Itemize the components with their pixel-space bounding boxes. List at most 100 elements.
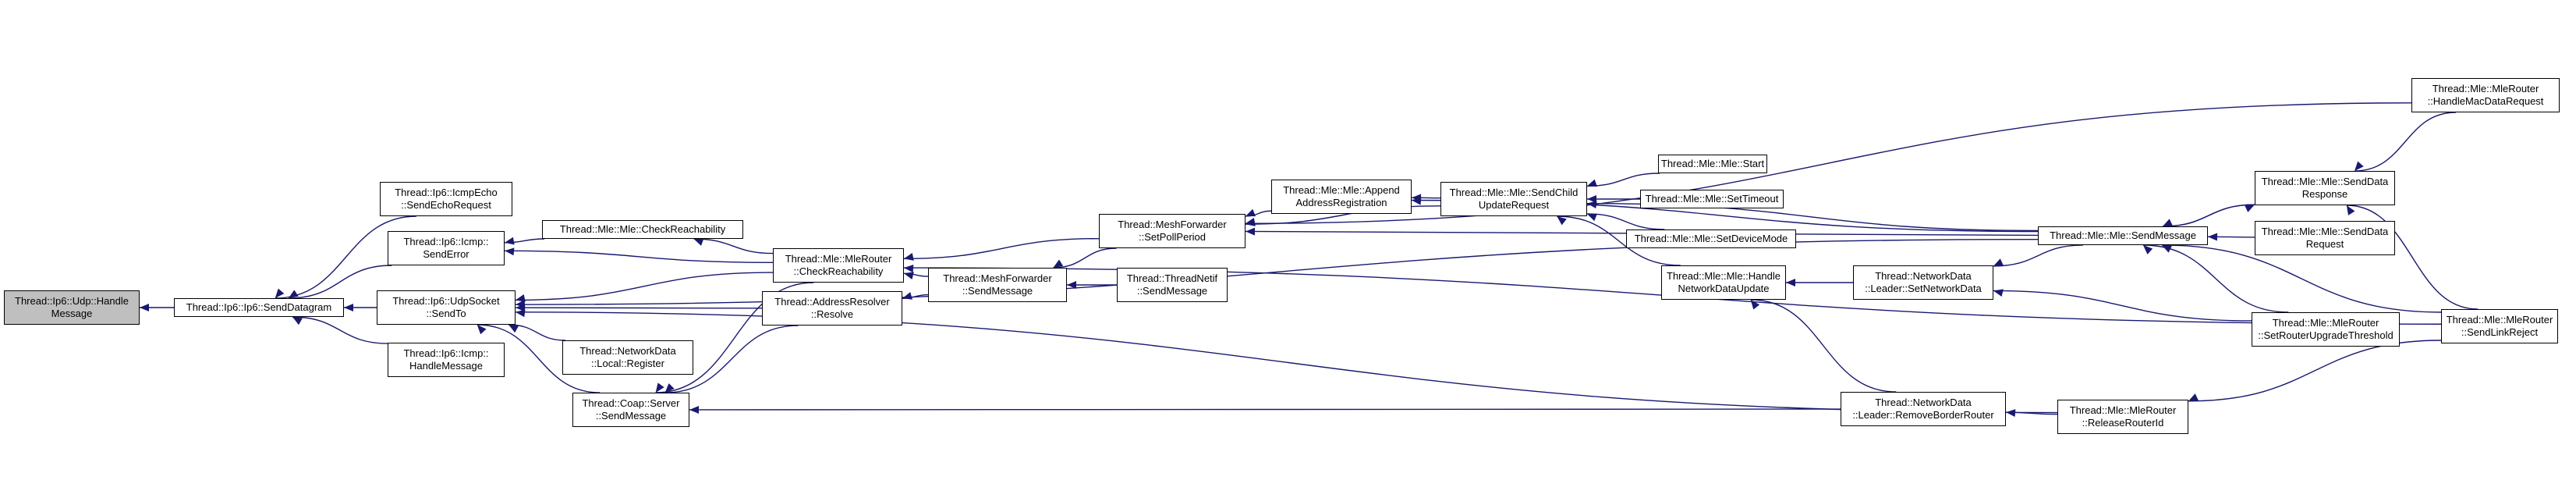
graph-node-n9[interactable]: Thread::Coap::Server::SendMessage bbox=[572, 393, 689, 427]
graph-node-n24[interactable]: Thread::Mle::MleRouter::ReleaseRouterId bbox=[2057, 400, 2188, 434]
graph-node-n19[interactable]: Thread::Mle::Mle::SetDeviceMode bbox=[1626, 229, 1796, 248]
call-edge bbox=[664, 325, 799, 393]
graph-node-n18[interactable]: Thread::Mle::Mle::SetTimeout bbox=[1640, 190, 1784, 208]
call-edge bbox=[508, 324, 565, 341]
call-edge bbox=[504, 250, 774, 264]
node-label-line: Thread::Mle::MleRouter bbox=[2446, 314, 2553, 326]
node-label-line: ::Leader::RemoveBorderRouter bbox=[1852, 409, 1994, 421]
graph-node-n23[interactable]: Thread::Mle::Mle::SendMessage bbox=[2038, 226, 2208, 245]
call-edge bbox=[1993, 290, 2252, 322]
node-label-line: Thread::MeshForwarder bbox=[943, 272, 1052, 284]
node-label-line: Thread::Ip6::Udp::Handle bbox=[15, 295, 129, 307]
node-label-line: ::Leader::SetNetworkData bbox=[1865, 283, 1982, 294]
call-edge-arrowhead bbox=[1053, 259, 1064, 268]
node-label-line: HandleMessage bbox=[409, 360, 483, 372]
call-edge-arrowhead bbox=[904, 253, 914, 261]
call-edge bbox=[1245, 102, 2412, 224]
node-label-line: Thread::Mle::Mle::SendData bbox=[2261, 226, 2389, 237]
node-label-line: Thread::Mle::Mle::CheckReachability bbox=[559, 223, 726, 235]
node-label-line: AddressRegistration bbox=[1295, 197, 1387, 208]
graph-node-n6[interactable]: Thread::Ip6::Icmp::HandleMessage bbox=[388, 343, 505, 377]
call-edge-arrowhead bbox=[1245, 227, 1256, 236]
node-label-line: ::SetPollPeriod bbox=[1139, 231, 1206, 243]
graph-node-n7[interactable]: Thread::Mle::Mle::CheckReachability bbox=[542, 220, 743, 239]
call-edge bbox=[903, 237, 1100, 260]
node-label-line: Thread::AddressResolver bbox=[774, 296, 890, 308]
call-edge-arrowhead bbox=[2245, 205, 2255, 212]
call-edge bbox=[655, 282, 814, 393]
graph-node-n11[interactable]: Thread::AddressResolver::Resolve bbox=[762, 291, 902, 326]
graph-node-n22[interactable]: Thread::NetworkData::Leader::RemoveBorde… bbox=[1841, 392, 2006, 426]
node-label-line: ::Local::Register bbox=[591, 358, 664, 369]
graph-node-n10[interactable]: Thread::Mle::MleRouter::CheckReachabilit… bbox=[773, 248, 904, 283]
node-label-line: Thread::Mle::Mle::SendMessage bbox=[2050, 229, 2196, 241]
call-edge-arrowhead bbox=[344, 304, 353, 311]
graph-node-n28[interactable]: Thread::Mle::MleRouter::HandleMacDataReq… bbox=[2411, 78, 2560, 112]
call-edge bbox=[1586, 213, 1665, 230]
graph-node-n27[interactable]: Thread::Mle::MleRouter::SetRouterUpgrade… bbox=[2252, 312, 2400, 347]
call-edge-arrowhead bbox=[1412, 197, 1422, 205]
graph-node-n3[interactable]: Thread::Ip6::IcmpEcho::SendEchoRequest bbox=[380, 182, 512, 216]
node-label-line: UpdateRequest bbox=[1478, 199, 1550, 211]
node-label-line: Message bbox=[51, 308, 93, 319]
call-edge-arrowhead bbox=[1993, 289, 2004, 297]
call-edge-arrowhead bbox=[1587, 213, 1597, 222]
call-edge-arrowhead bbox=[1750, 300, 1760, 310]
graph-node-n2[interactable]: Thread::Ip6::Ip6::SendDatagram bbox=[174, 298, 344, 317]
node-label-line: Thread::NetworkData bbox=[579, 345, 676, 357]
call-edge-arrowhead bbox=[508, 325, 519, 333]
graph-node-n12[interactable]: Thread::MeshForwarder::SendMessage bbox=[928, 268, 1067, 302]
graph-node-n21[interactable]: Thread::NetworkData::Leader::SetNetworkD… bbox=[1853, 265, 1993, 300]
call-edge-arrowhead bbox=[2188, 393, 2199, 401]
call-edge bbox=[2162, 204, 2255, 227]
node-label-line: Thread::Mle::MleRouter bbox=[2272, 317, 2379, 329]
call-edge-arrowhead bbox=[516, 300, 526, 308]
graph-node-n13[interactable]: Thread::MeshForwarder::SetPollPeriod bbox=[1099, 214, 1245, 248]
call-edge-arrowhead bbox=[275, 288, 285, 298]
node-label-line: Thread::ThreadNetif bbox=[1126, 272, 1218, 284]
call-edge-arrowhead bbox=[288, 290, 299, 298]
node-label-line: Thread::Ip6::Ip6::SendDatagram bbox=[186, 301, 332, 313]
call-edge-arrowhead bbox=[904, 264, 914, 272]
call-edge-arrowhead bbox=[1067, 281, 1076, 289]
node-label-line: Thread::Mle::Mle::Append bbox=[1283, 184, 1400, 196]
node-label-line: Thread::NetworkData bbox=[1875, 397, 1972, 408]
graph-node-n5[interactable]: Thread::Ip6::UdpSocket::SendTo bbox=[377, 290, 516, 325]
node-label-line: ::SendMessage bbox=[595, 410, 667, 422]
call-edge-arrowhead bbox=[1993, 258, 2004, 266]
graph-node-n8[interactable]: Thread::NetworkData::Local::Register bbox=[562, 340, 693, 375]
call-edge-arrowhead bbox=[1587, 179, 1597, 187]
call-edge-arrowhead bbox=[689, 405, 700, 414]
node-label-line: ::SendTo bbox=[426, 308, 466, 319]
node-label-line: Response bbox=[2301, 188, 2348, 200]
graph-node-n17[interactable]: Thread::Mle::Mle::Start bbox=[1658, 155, 1767, 173]
call-edge-arrowhead bbox=[693, 238, 704, 246]
call-edge bbox=[2346, 205, 2479, 310]
call-edge bbox=[693, 238, 774, 254]
node-label-line: Thread::Mle::Mle::Start bbox=[1660, 158, 1765, 169]
call-edge-arrowhead bbox=[902, 292, 912, 300]
graph-node-n14[interactable]: Thread::ThreadNetif::SendMessage bbox=[1117, 268, 1228, 302]
node-label-line: Thread::Ip6::IcmpEcho bbox=[395, 187, 498, 198]
call-edge-arrowhead bbox=[2162, 219, 2173, 226]
node-label-line: Thread::Mle::Mle::SetTimeout bbox=[1645, 193, 1779, 205]
node-label-line: Thread::Coap::Server bbox=[582, 397, 680, 409]
call-edge-arrowhead bbox=[477, 325, 487, 335]
node-label-line: Thread::Ip6::Icmp:: bbox=[403, 236, 489, 247]
call-edge-arrowhead bbox=[1587, 195, 1596, 203]
node-label-line: ::CheckReachability bbox=[793, 265, 884, 277]
graph-node-n29[interactable]: Thread::Mle::MleRouter::SendLinkReject bbox=[2441, 309, 2558, 343]
node-label-line: Thread::Mle::Mle::SendChild bbox=[1449, 187, 1579, 198]
node-label-line: ::SendLinkReject bbox=[2461, 326, 2539, 338]
graph-node-n4[interactable]: Thread::Ip6::Icmp::SendError bbox=[388, 231, 505, 265]
node-label-line: Thread::Ip6::UdpSocket bbox=[392, 295, 500, 307]
node-label-line: SendError bbox=[423, 248, 469, 260]
call-edge bbox=[477, 324, 601, 393]
